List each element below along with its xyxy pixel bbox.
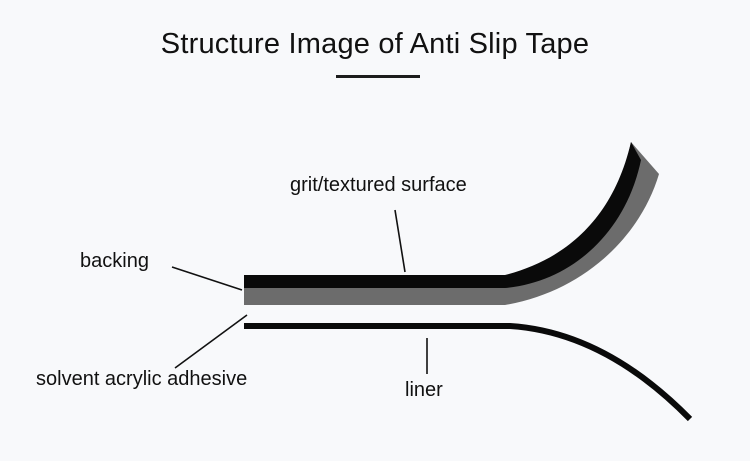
liner-label: liner: [405, 379, 443, 401]
backing-leader-line: [171, 266, 243, 291]
adhesive-label: solvent acrylic adhesive: [36, 368, 248, 390]
title-underline: [336, 75, 420, 78]
adhesive-leader-line: [174, 314, 248, 369]
diagram-title: Structure Image of Anti Slip Tape: [160, 28, 590, 60]
liner-layer: [244, 323, 693, 422]
backing-label: backing: [80, 250, 149, 272]
grit-surface-label: grit/textured surface: [290, 174, 467, 196]
grit-surface-leader-line: [394, 209, 406, 273]
